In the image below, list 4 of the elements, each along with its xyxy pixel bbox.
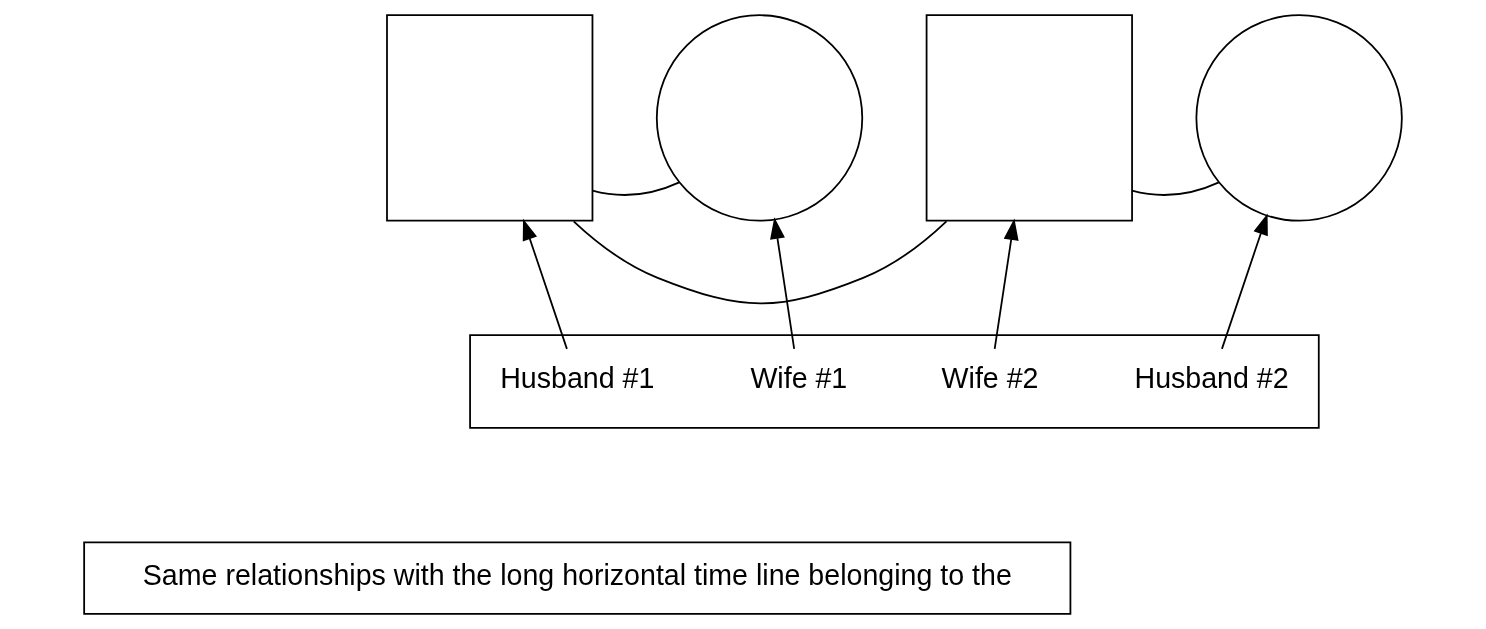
node-text: Husband #1 (500, 362, 655, 395)
node-text: Wife #2 (941, 362, 1039, 395)
node-text: Wife #1 (750, 362, 848, 395)
node-text: Husband #2 (1134, 362, 1289, 395)
